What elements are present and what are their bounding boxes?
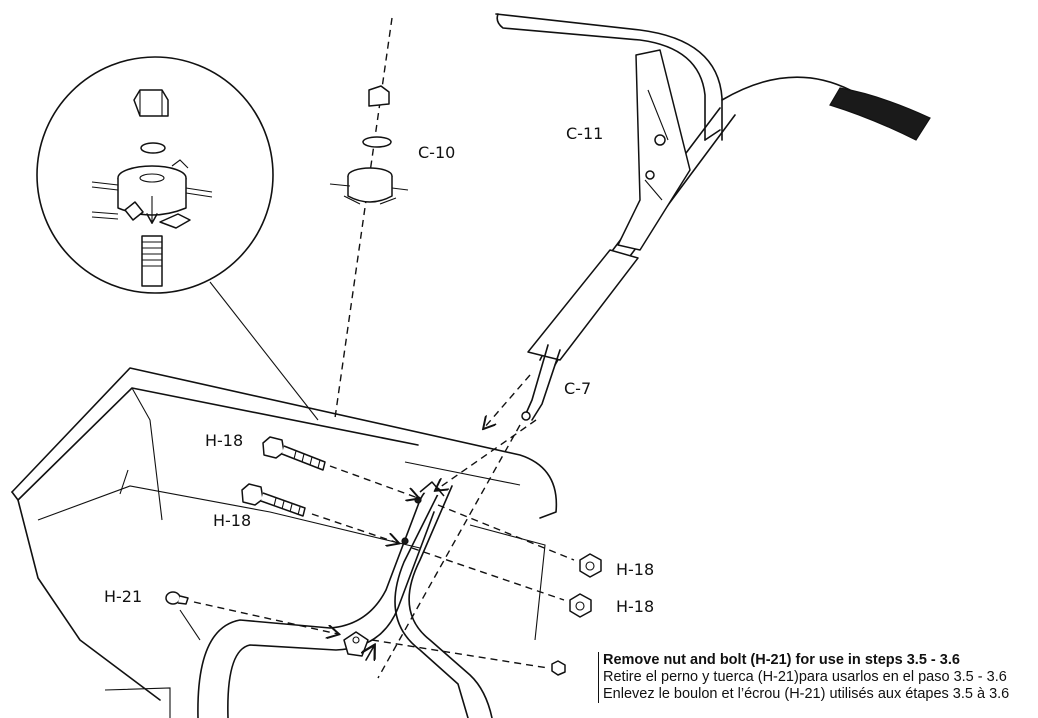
note-english: Remove nut and bolt (H-21) for use in st…	[603, 652, 960, 668]
bolt-lower-icon	[241, 483, 398, 543]
nut-upper-icon	[437, 504, 602, 578]
label-h18-lower-nut: H-18	[616, 597, 654, 616]
nut-lower-icon	[411, 547, 592, 618]
label-h18-upper-bolt: H-18	[205, 431, 243, 450]
label-c10: C-10	[418, 143, 455, 162]
label-h21: H-21	[104, 587, 142, 606]
screw-h21-icon	[165, 591, 566, 676]
note-spanish: Retire el perno y tuerca (H-21)para usar…	[603, 669, 1007, 685]
label-h18-lower-bolt: H-18	[213, 511, 251, 530]
handle-grip-icon	[829, 87, 931, 141]
label-c7: C-7	[564, 379, 591, 398]
handle-assembly	[495, 13, 931, 421]
label-h18-upper-nut: H-18	[616, 560, 654, 579]
hopper-icon	[11, 367, 558, 718]
bolt-upper-icon	[262, 436, 418, 498]
dashed-assembly-arrow-icon	[366, 374, 537, 679]
note-french: Enlevez le boulon et l’écrou (H-21) util…	[603, 686, 1010, 702]
c10-parts	[329, 17, 409, 419]
label-c11: C-11	[566, 124, 603, 143]
instruction-note: Remove nut and bolt (H-21) for use in st…	[598, 652, 1038, 703]
detail-magnifier-icon	[36, 56, 319, 421]
